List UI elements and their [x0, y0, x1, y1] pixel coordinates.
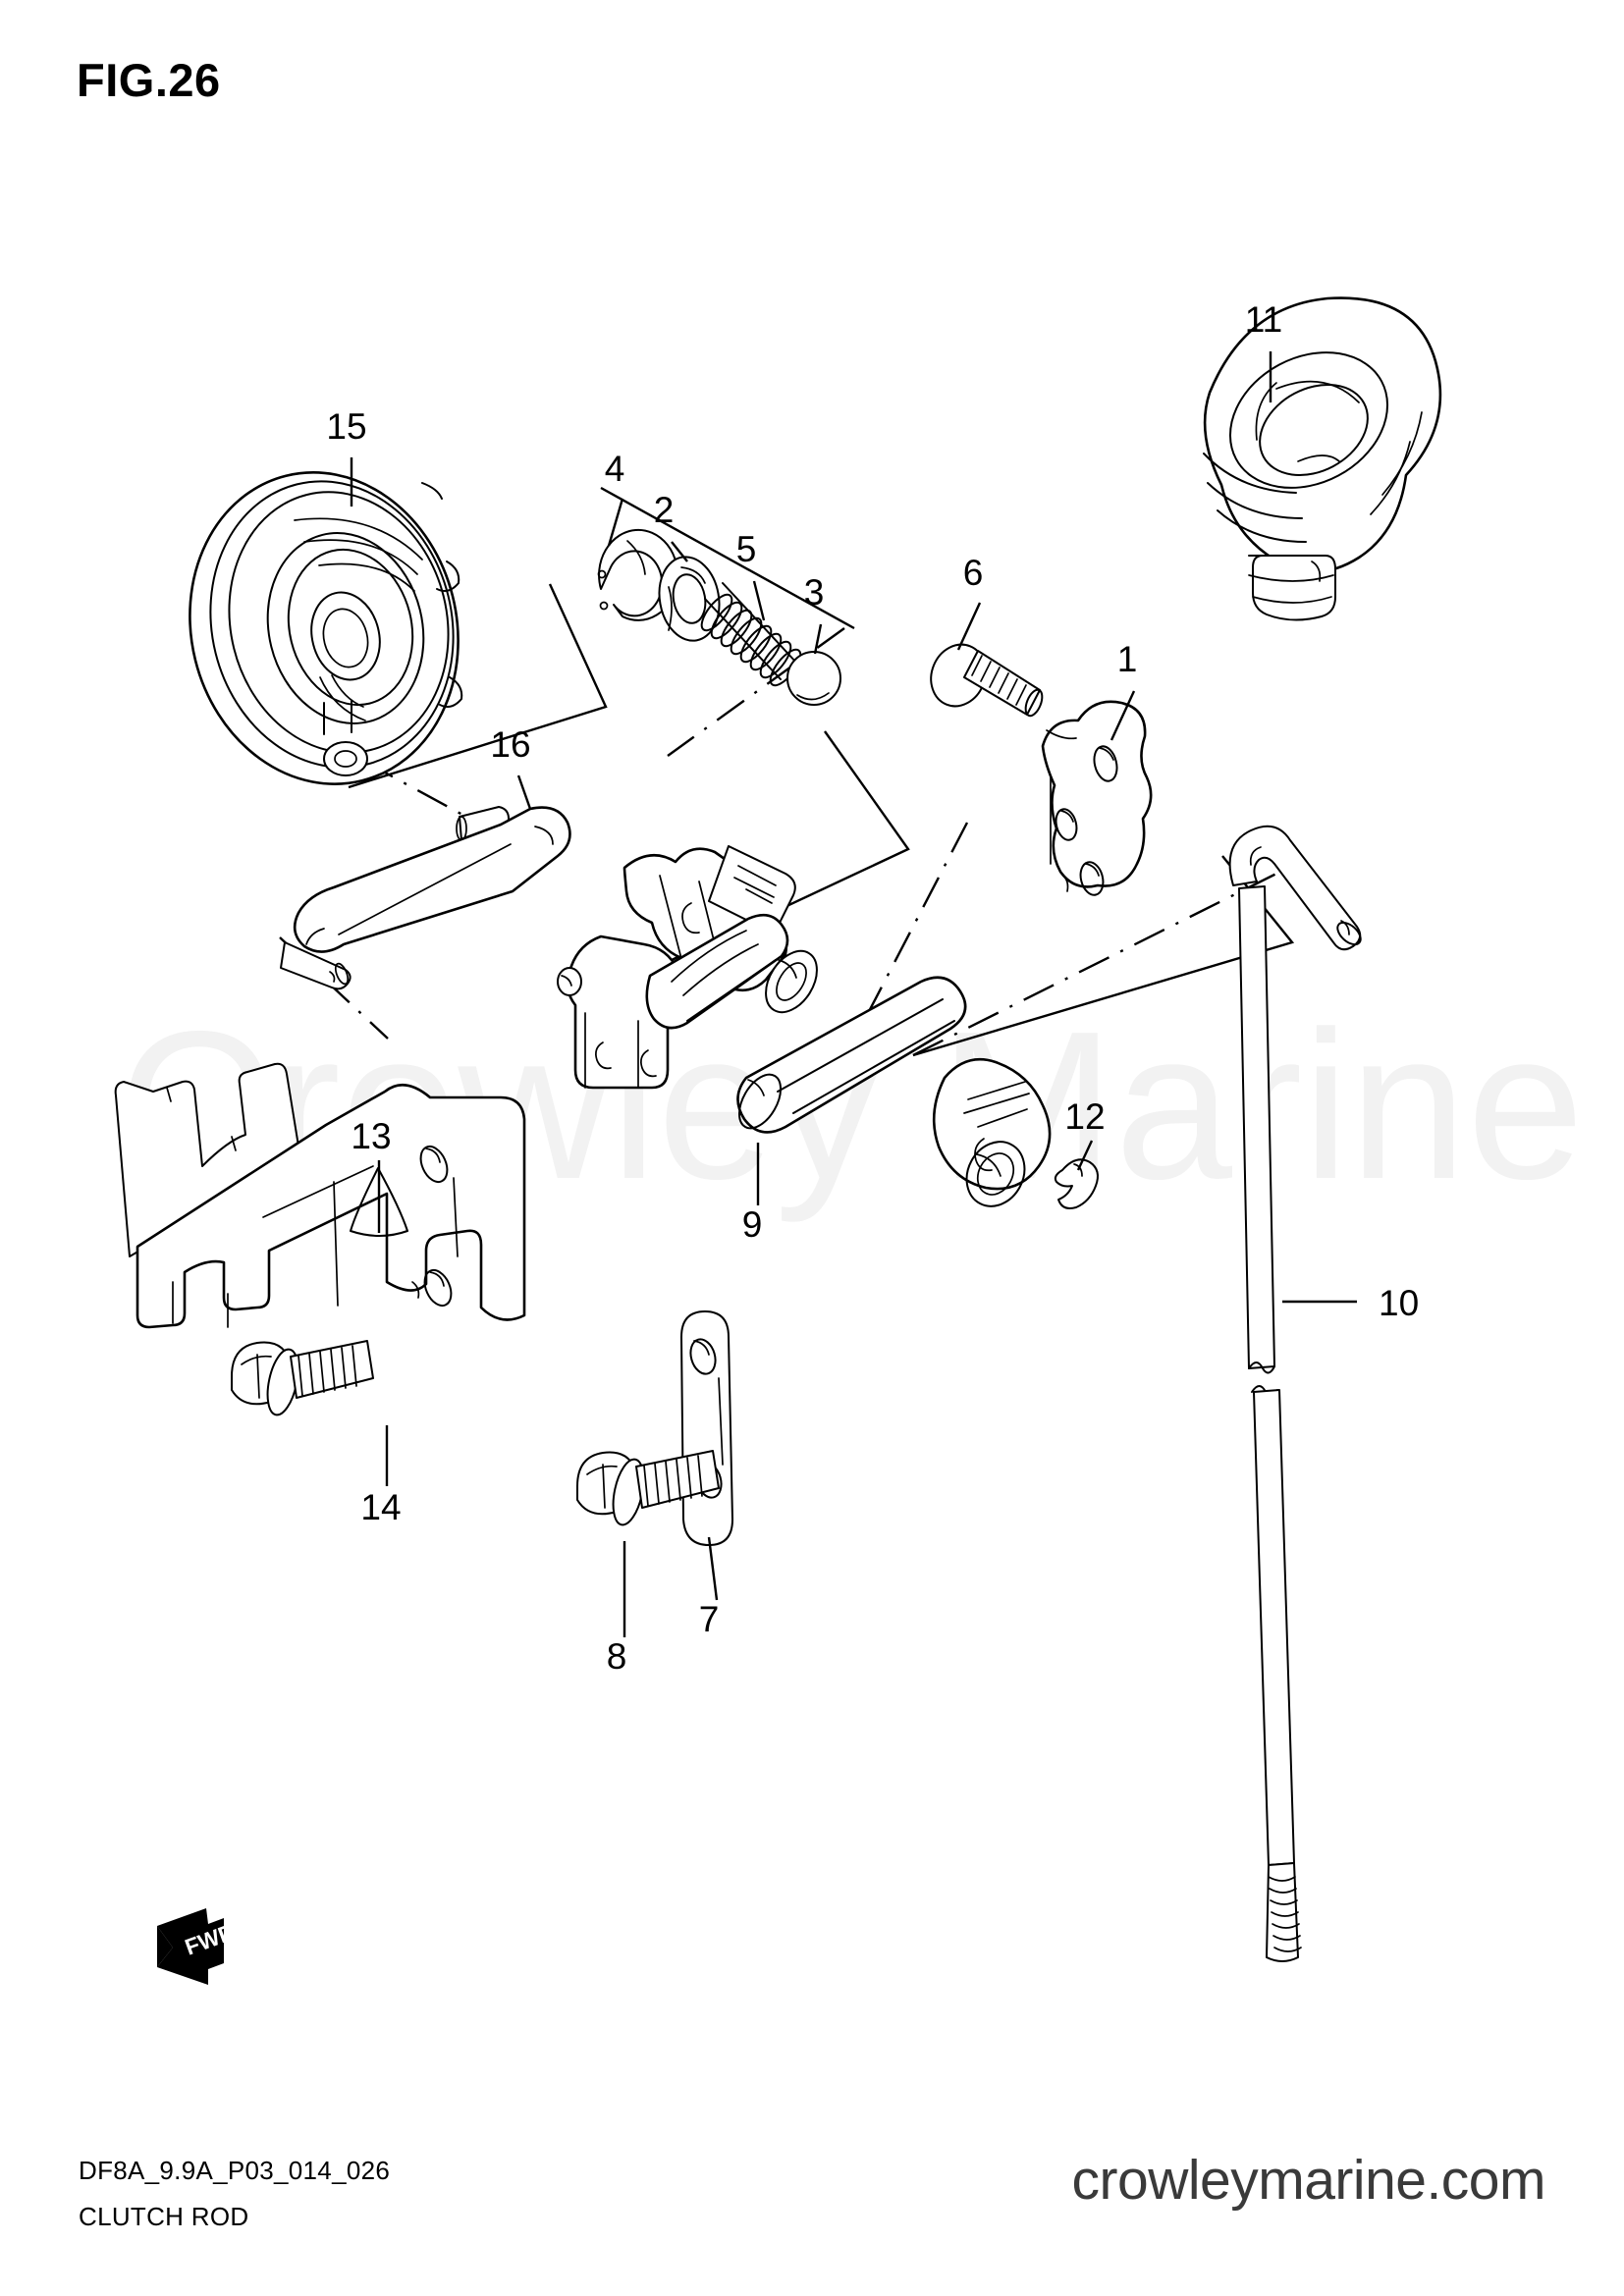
footer-assembly-name: CLUTCH ROD — [79, 2202, 249, 2231]
part-15-pulley-drum — [189, 471, 463, 785]
part-3-steel-ball — [786, 651, 841, 706]
part-5-spring — [700, 582, 802, 687]
part-8-flange-bolt — [576, 1450, 720, 1526]
part-12-e-clip — [1054, 1158, 1099, 1209]
figure-title: FIG.26 — [77, 54, 221, 106]
callout-numbers: 15 4 2 5 3 6 1 11 16 9 12 10 13 14 7 8 — [326, 299, 1419, 1677]
part-1-clutch-shaft-plate — [1041, 700, 1153, 896]
part-11-rubber-boot-grommet — [1203, 296, 1442, 621]
callout-15: 15 — [326, 406, 366, 447]
part-14-flange-bolt — [231, 1340, 374, 1416]
callout-4: 4 — [605, 449, 625, 489]
part-4-snap-ring — [597, 528, 679, 621]
brand-url: crowleymarine.com — [1071, 2149, 1546, 2212]
callout-leader-lines — [350, 351, 1357, 1637]
fwd-orientation-marker: FWD — [157, 1908, 239, 1985]
callout-9: 9 — [742, 1204, 763, 1245]
part-10-long-clutch-rod — [1228, 825, 1362, 1962]
callout-6: 6 — [963, 553, 984, 593]
part-9-clutch-rod-shaft — [736, 976, 967, 1134]
callout-10: 10 — [1379, 1283, 1419, 1323]
part-16-link-lever-arm — [280, 806, 571, 990]
callout-12: 12 — [1064, 1096, 1105, 1137]
callout-14: 14 — [360, 1487, 401, 1527]
callout-3: 3 — [804, 572, 825, 613]
callout-1: 1 — [1117, 639, 1138, 679]
main-clutch-rod-assembly — [557, 845, 1052, 1207]
callout-7: 7 — [699, 1599, 720, 1639]
callout-2: 2 — [654, 490, 675, 530]
callout-16: 16 — [490, 724, 530, 765]
callout-5: 5 — [736, 529, 757, 569]
callout-13: 13 — [351, 1116, 391, 1156]
part-2-washer — [658, 556, 721, 642]
part-6-bolt — [930, 643, 1044, 718]
part-13-bracket-holder — [114, 1062, 526, 1329]
footer-part-code: DF8A_9.9A_P03_014_026 — [79, 2156, 391, 2185]
part-7-clamp-plate — [680, 1310, 733, 1546]
callout-11: 11 — [1245, 299, 1282, 340]
callout-8: 8 — [607, 1636, 627, 1677]
